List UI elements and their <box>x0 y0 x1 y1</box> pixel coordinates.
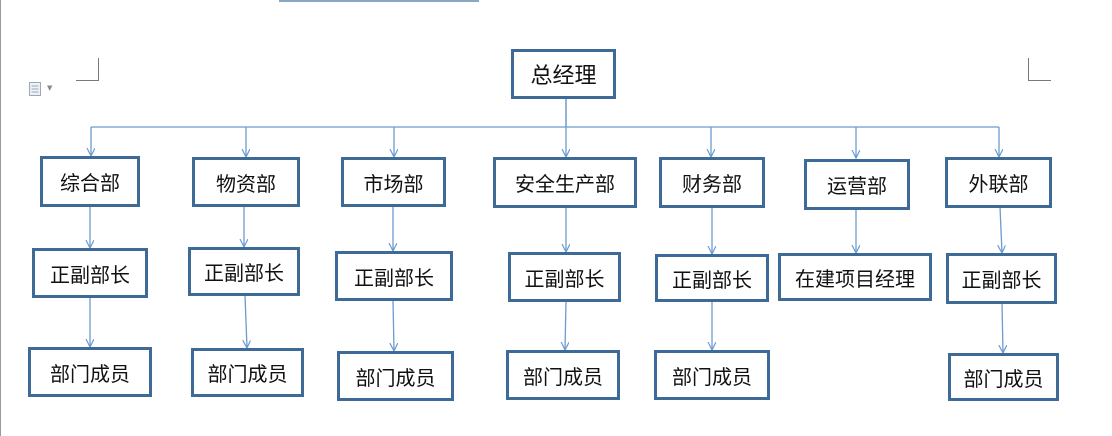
root-node: 总经理 <box>511 49 616 99</box>
arrow-to-members <box>1002 302 1003 353</box>
members-node: 部门成员 <box>28 347 152 397</box>
page-left-edge <box>0 0 1 436</box>
chevron-down-icon[interactable]: ▼ <box>47 84 53 92</box>
dept-node: 运营部 <box>804 159 910 210</box>
dept-node: 综合部 <box>40 156 140 207</box>
role-node: 正副部长 <box>508 252 621 302</box>
members-node: 部门成员 <box>948 353 1059 401</box>
role-node: 在建项目经理 <box>778 253 932 301</box>
arrow-to-members <box>393 299 394 351</box>
role-node: 正副部长 <box>655 254 769 302</box>
members-node: 部门成员 <box>337 351 454 401</box>
paste-options-icon[interactable] <box>29 82 41 96</box>
margin-corner-right <box>1028 58 1051 81</box>
arrow-to-members <box>245 294 247 348</box>
arrow-to-role <box>1000 206 1002 253</box>
members-node: 部门成员 <box>654 350 770 400</box>
members-node: 部门成员 <box>191 348 304 397</box>
role-node: 正副部长 <box>32 248 148 298</box>
role-node: 正副部长 <box>946 253 1057 304</box>
dept-node: 安全生产部 <box>493 157 637 208</box>
margin-corner-left <box>76 58 99 81</box>
dept-node: 外联部 <box>945 157 1052 208</box>
dept-node: 市场部 <box>341 157 446 207</box>
members-node: 部门成员 <box>506 350 620 400</box>
role-node: 正副部长 <box>335 251 453 301</box>
arrow-to-members <box>565 300 566 350</box>
dept-node: 财务部 <box>659 157 765 208</box>
ruler-highlight <box>279 0 479 2</box>
role-node: 正副部长 <box>188 247 300 296</box>
dept-node: 物资部 <box>192 157 300 207</box>
